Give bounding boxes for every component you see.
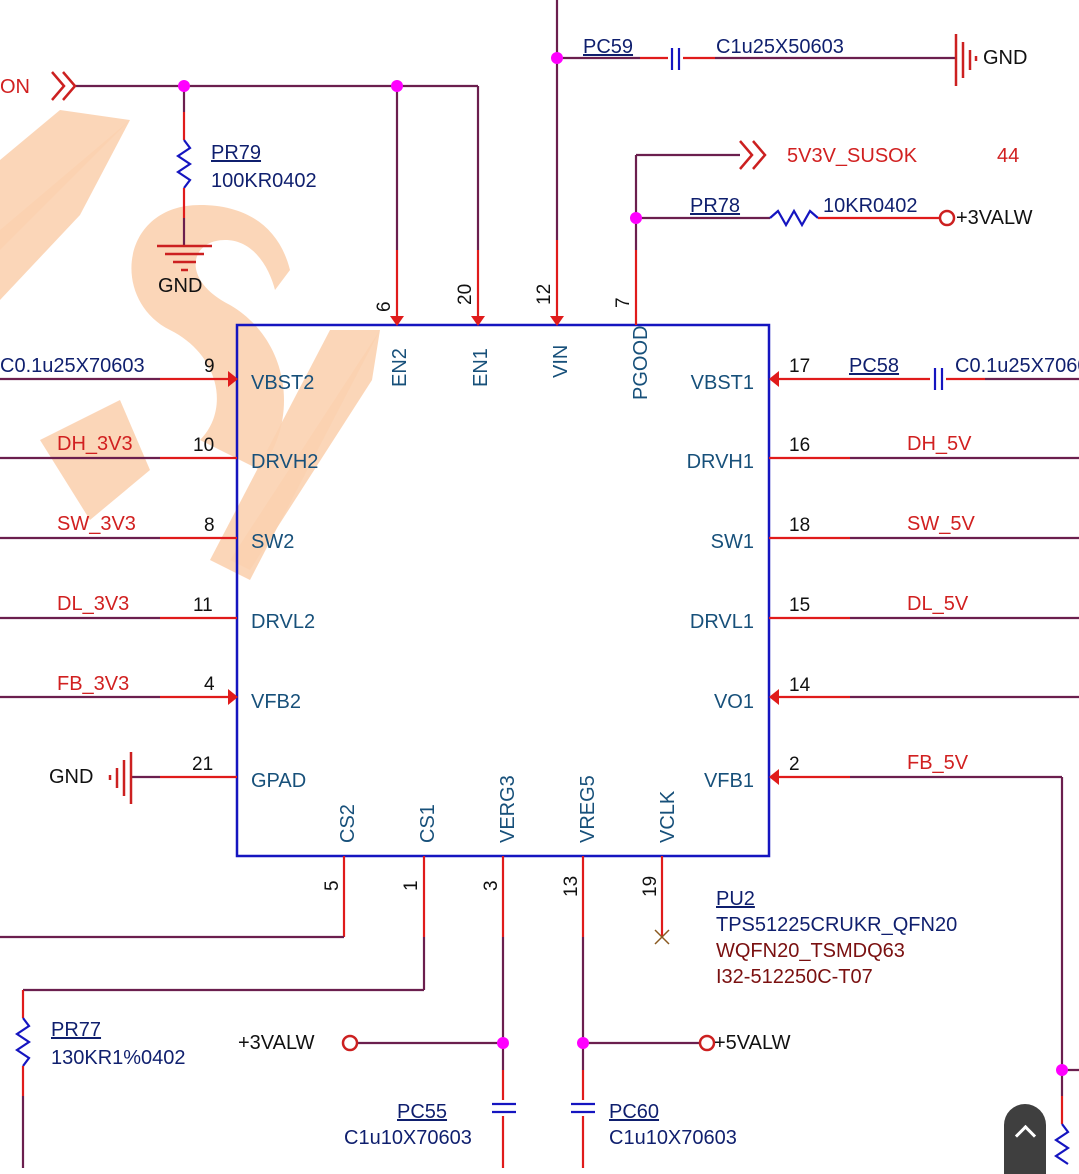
pin-name-vin: VIN	[550, 345, 572, 378]
pin-num-vbst2: 9	[204, 356, 215, 377]
pin-num-vclk: 19	[640, 876, 661, 897]
pin-num-drvl1: 15	[789, 595, 810, 616]
junction	[391, 80, 403, 92]
pin-name-vo1: VO1	[714, 691, 754, 713]
pin-num-cs2: 5	[322, 880, 343, 891]
power-3valw-top: +3VALW	[956, 207, 1033, 229]
scroll-to-top-button[interactable]	[1004, 1104, 1046, 1174]
junction	[497, 1037, 509, 1049]
pc55-ref: PC55	[397, 1101, 447, 1123]
ic-order-code: I32-512250C-T07	[716, 966, 873, 988]
power-gnd-top: GND	[983, 47, 1027, 69]
pin-name-cs1: CS1	[417, 804, 439, 843]
pin-num-en2: 6	[374, 301, 395, 312]
pin-num-vfb2: 4	[204, 674, 215, 695]
pin-name-drvh2: DRVH2	[251, 451, 318, 473]
pin-num-drvh2: 10	[193, 435, 214, 456]
pr78-ref: PR78	[690, 195, 740, 217]
pin-name-drvl1: DRVL1	[690, 611, 754, 633]
pin-name-sw2: SW2	[251, 531, 294, 553]
pin-num-vin: 12	[534, 284, 555, 305]
pc55-value: C1u10X70603	[344, 1127, 472, 1149]
pin-num-drvl2: 11	[193, 595, 213, 616]
pin-name-en1: EN1	[470, 348, 492, 387]
pin-name-en2: EN2	[389, 348, 411, 387]
pin-name-vfb2: VFB2	[251, 691, 301, 713]
junction	[630, 212, 642, 224]
pin-name-sw1: SW1	[711, 531, 754, 553]
pin-name-vreg5: VREG5	[577, 775, 599, 843]
net-label-dh-3v3: DH_3V3	[57, 433, 133, 455]
net-label-susok: 5V3V_SUSOK	[787, 145, 918, 167]
top-wiring	[51, 0, 978, 326]
pr78-value: 10KR0402	[823, 195, 918, 217]
pin-num-gpad: 21	[192, 754, 213, 775]
pin-num-drvh1: 16	[789, 435, 810, 456]
pin-num-vbst1: 17	[789, 356, 810, 377]
ic-refdes: PU2	[716, 888, 755, 910]
junction	[577, 1037, 589, 1049]
pin-name-pgood: PGOOD	[630, 326, 652, 400]
pin-num-verg3: 3	[481, 880, 502, 891]
net-label-dl-5v: DL_5V	[907, 593, 969, 615]
power-5valw: +5VALW	[714, 1032, 791, 1054]
pr77-ref: PR77	[51, 1019, 101, 1041]
pin-name-vfb1: VFB1	[704, 770, 754, 792]
pr77-value: 130KR1%0402	[51, 1047, 186, 1069]
pc60-ref: PC60	[609, 1101, 659, 1123]
pc59-ref: PC59	[583, 36, 633, 58]
power-gnd-gpad: GND	[49, 766, 93, 788]
net-label-dl-3v3: DL_3V3	[57, 593, 129, 615]
pc59-value: C1u25X50603	[716, 36, 844, 58]
pc58-ref: PC58	[849, 355, 899, 377]
junction	[551, 52, 563, 64]
left-wiring	[0, 371, 238, 804]
ic-part-number: TPS51225CRUKR_QFN20	[716, 914, 957, 936]
junction	[178, 80, 190, 92]
pin-num-vreg5: 13	[561, 876, 582, 897]
pc60-value: C1u10X70603	[609, 1127, 737, 1149]
c-vbst2-value: C0.1u25X70603	[0, 355, 145, 377]
pin-num-vfb1: 2	[789, 754, 800, 775]
pr79-value: 100KR0402	[211, 170, 317, 192]
pr79-ref: PR79	[211, 142, 261, 164]
net-label-fb-3v3: FB_3V3	[57, 673, 129, 695]
chevron-up-icon	[1014, 1124, 1036, 1147]
power-3valw-bottom: +3VALW	[238, 1032, 315, 1054]
pin-name-drvh1: DRVH1	[687, 451, 754, 473]
net-label-dh-5v: DH_5V	[907, 433, 972, 455]
pin-name-vbst2: VBST2	[251, 372, 314, 394]
net-label-sw-5v: SW_5V	[907, 513, 975, 535]
pin-num-cs1: 1	[401, 880, 422, 891]
net-label-en: ON	[0, 76, 30, 98]
pin-name-verg3: VERG3	[497, 775, 519, 843]
net-label-sw-3v3: SW_3V3	[57, 513, 136, 535]
ic-package: WQFN20_TSMDQ63	[716, 940, 905, 962]
watermark	[0, 110, 380, 580]
bottom-wiring	[0, 856, 716, 1168]
pin-num-sw1: 18	[789, 515, 810, 536]
pin-name-cs2: CS2	[337, 804, 359, 843]
pin-name-gpad: GPAD	[251, 770, 306, 792]
pin-name-vbst1: VBST1	[691, 372, 754, 394]
pin-num-vo1: 14	[789, 675, 811, 696]
net-label-fb-5v: FB_5V	[907, 752, 969, 774]
pin-num-sw2: 8	[204, 515, 215, 536]
pc58-value: C0.1u25X70603	[955, 355, 1079, 377]
junction	[1056, 1064, 1068, 1076]
pin-name-vclk: VCLK	[657, 790, 679, 843]
pin-num-en1: 20	[455, 284, 476, 305]
sheet-ref-susok: 44	[997, 145, 1019, 167]
power-gnd-pr79: GND	[158, 275, 202, 297]
pin-name-drvl2: DRVL2	[251, 611, 315, 633]
pin-num-pgood: 7	[613, 297, 634, 308]
right-wiring	[769, 368, 1079, 1165]
